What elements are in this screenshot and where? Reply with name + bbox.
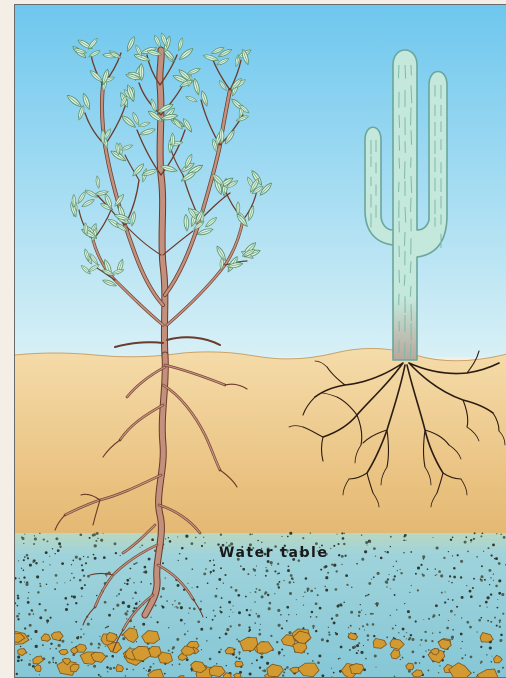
water-table-label: Water table <box>219 545 328 561</box>
diagram-canvas: Water table <box>15 5 506 677</box>
root-depth-diagram: Water table <box>14 4 506 678</box>
